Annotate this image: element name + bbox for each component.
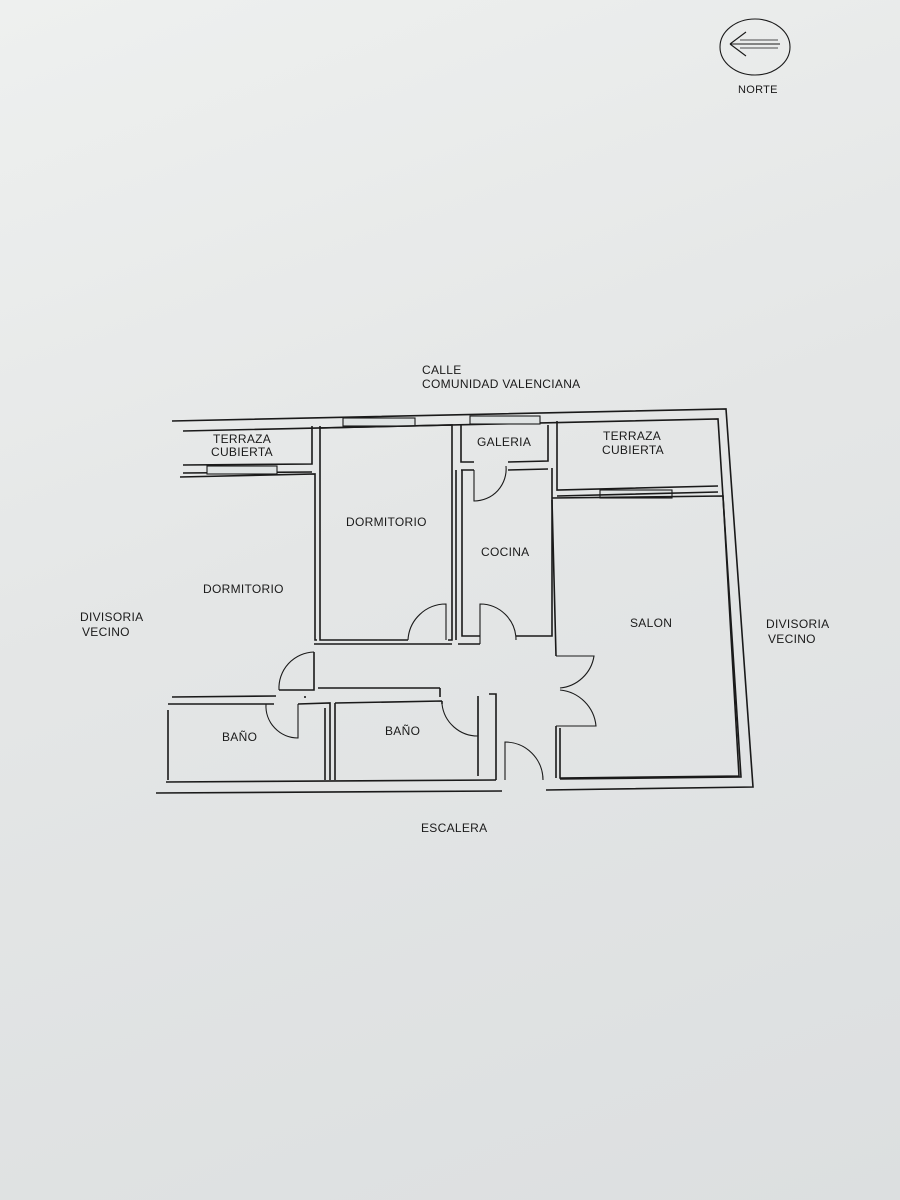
neighbor-left-label-1: DIVISORIA [80, 610, 144, 624]
dormitorio-2-walls [319, 424, 453, 641]
bano-2-label: BAÑO [385, 724, 421, 738]
entrance-door-arc [504, 741, 544, 781]
dormitorio-1-label: DORMITORIO [203, 582, 284, 596]
dormitorio-2-label: DORMITORIO [346, 515, 427, 529]
hallway-walls [279, 643, 452, 697]
terraza-right-label-1: TERRAZA [603, 429, 662, 443]
galeria-walls [460, 425, 549, 471]
galeria-label: GALERIA [477, 435, 532, 449]
north-arrow-icon [719, 18, 791, 76]
dormitorio-1-walls [171, 473, 317, 698]
bano-1-label: BAÑO [222, 730, 258, 744]
salon-label: SALON [630, 616, 673, 630]
door-arc [265, 703, 299, 739]
window [342, 417, 416, 427]
cocina-label: COCINA [481, 545, 530, 559]
cocina-walls [455, 468, 553, 645]
door-arc [407, 603, 447, 641]
compass-label: NORTE [738, 84, 778, 96]
neighbor-right-label-2: VECINO [768, 632, 816, 646]
door-arc [479, 603, 517, 644]
street-label-line1: CALLE [422, 363, 462, 377]
bano-1-walls [167, 702, 331, 780]
window [469, 415, 541, 425]
terraza-right-walls [556, 421, 719, 497]
window [206, 465, 278, 475]
terraza-right-label-2: CUBIERTA [602, 443, 664, 457]
terraza-left-label-2: CUBIERTA [211, 445, 273, 459]
neighbor-right-label-1: DIVISORIA [766, 617, 830, 631]
terraza-left-label-1: TERRAZA [213, 432, 272, 446]
street-label-line2: COMUNIDAD VALENCIANA [422, 377, 581, 391]
door-arc [278, 651, 315, 691]
door-arc [556, 655, 597, 727]
salon-walls [551, 495, 740, 779]
door-arc [441, 700, 479, 737]
outer-wall [155, 408, 754, 794]
stairs-label: ESCALERA [421, 821, 488, 835]
neighbor-left-label-2: VECINO [82, 625, 130, 639]
door-arc [473, 465, 507, 502]
